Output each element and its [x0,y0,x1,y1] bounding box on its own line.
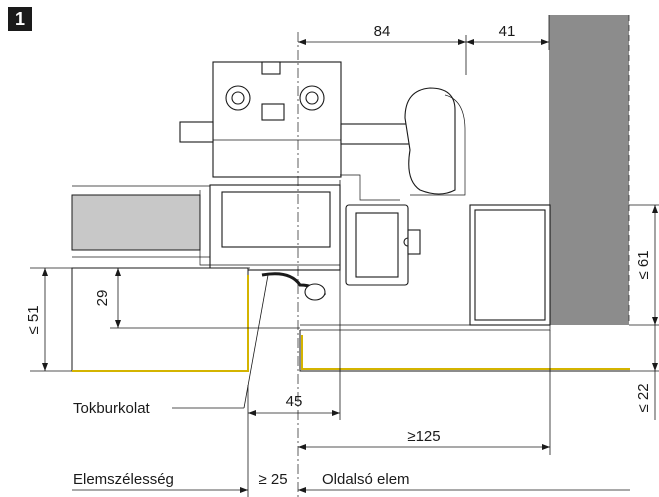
bolt-icon-left [225,85,251,111]
dim-125: ≥125 [407,428,440,445]
left-panel [71,267,249,372]
dim-51: ≤ 51 [25,305,42,334]
dim-45: 45 [286,393,303,410]
glass-pane [71,194,201,251]
handle [404,87,456,195]
mounting-block [212,61,342,178]
dim-84: 84 [374,23,391,40]
right-panel [299,330,630,372]
dim-41: 41 [499,23,516,40]
frame-profile [199,174,400,271]
bolt-icon-right [299,85,325,111]
dim-29: 29 [94,290,111,307]
label-tokburkolat: Tokburkolat [73,400,151,417]
label-elemszelesseg: Elemszélesség [73,471,174,488]
dim-61: ≤ 61 [635,250,652,279]
wall-block [549,15,629,325]
label-oldalso-elem: Oldalsó elem [322,471,410,488]
figure-number-badge: 1 [8,7,32,31]
dim-22: ≤ 22 [635,383,652,412]
dim-25: ≥ 25 [258,471,287,488]
